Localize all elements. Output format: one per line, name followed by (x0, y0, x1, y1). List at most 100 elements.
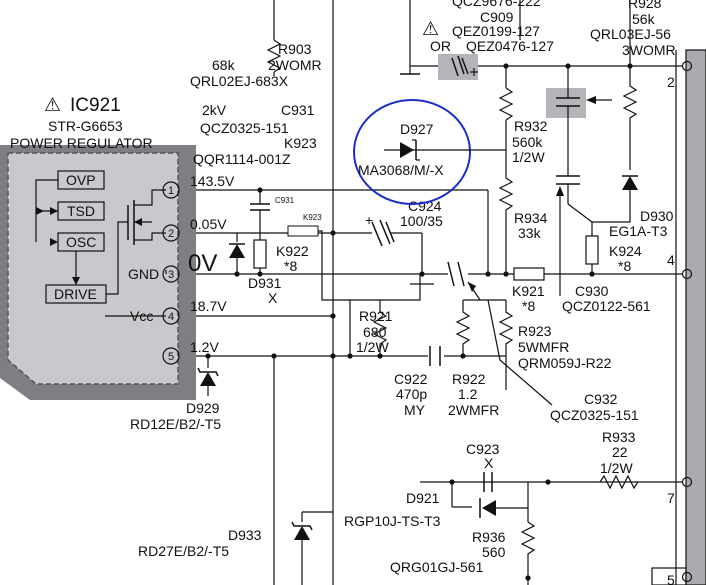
r922-value: 1.2 (458, 386, 478, 402)
d929-part: RD12E/B2/-T5 (130, 416, 221, 432)
d933-ref: D933 (228, 527, 262, 543)
r932-value: 560k (512, 134, 543, 150)
r921-value: 680 (363, 324, 387, 340)
drive-label: DRIVE (54, 286, 97, 302)
r921-ref: R921 (359, 308, 393, 324)
pin-1: 1 (168, 185, 174, 197)
c932-part: QCZ0325-151 (550, 407, 639, 423)
ic-part: STR-G6653 (48, 118, 123, 134)
voltage-pin5: 1.2V (190, 339, 219, 355)
r934-value: 33k (518, 225, 542, 241)
pin-vcc-label: Vcc (130, 308, 153, 324)
r903-spec: 2WOMR (268, 57, 322, 73)
r932-ref: R932 (514, 118, 548, 134)
osc-label: OSC (66, 234, 96, 250)
transformer-pin-4: 4 (667, 252, 675, 268)
c909-or: OR (430, 38, 451, 54)
ovp-label: OVP (66, 172, 96, 188)
k922-ref: K922 (276, 243, 309, 259)
c909-ref: C909 (480, 9, 514, 25)
transformer-pin-7: 7 (667, 490, 675, 506)
r921-spec: 1/2W (356, 339, 389, 355)
k923-mini-label: K923 (303, 213, 322, 222)
ic-name: IC921 (70, 95, 121, 116)
r923-spec: 5WMFR (518, 339, 569, 355)
r922-ref: R922 (452, 371, 486, 387)
c931-ref: C931 (281, 102, 315, 118)
c922-value: 470p (396, 386, 427, 402)
c931-part: QCZ0325-151 (200, 120, 289, 136)
r928-part: QRL03EJ-56 (590, 26, 671, 42)
c922-type: MY (404, 402, 426, 418)
d930-ref: D930 (640, 208, 674, 224)
voltage-pin2: 0.05V (190, 216, 227, 232)
d929-ref: D929 (186, 400, 220, 416)
k923-ref: K923 (284, 135, 317, 151)
pin-5: 5 (168, 351, 174, 363)
d927-part: MA3068/M/-X (358, 162, 444, 178)
r928-value: 56k (632, 11, 656, 27)
c924-plus: + (365, 212, 373, 228)
d930-part: EG1A-T3 (609, 223, 668, 239)
d931-ref: D931 (248, 275, 282, 291)
c909-part1: QEZ0199-127 (452, 23, 540, 39)
c931-mini-label: C931 (275, 196, 295, 205)
k924-ref: K924 (609, 243, 642, 259)
top-cap-part-cut: QCZ9676-222 (452, 0, 541, 9)
r923-part: QRM059J-R22 (518, 355, 612, 371)
r903-value: 68k (212, 57, 236, 73)
r933-ref: R933 (602, 429, 636, 445)
r936-part: QRG01GJ-561 (390, 559, 484, 575)
r936-value: 560 (482, 544, 506, 560)
c930-part: QCZ0122-561 (562, 298, 651, 314)
r933-spec: 1/2W (600, 460, 633, 476)
r928-spec: 3WOMR (622, 42, 676, 58)
tsd-label: TSD (67, 203, 95, 219)
r933-value: 22 (612, 444, 628, 460)
voltage-pin4: 18.7V (190, 298, 227, 314)
c909-warning-icon: ⚠ (422, 19, 439, 40)
ic-function: POWER REGULATOR (10, 135, 153, 151)
c922-ref: C922 (394, 371, 428, 387)
r923-ref: R923 (518, 323, 552, 339)
voltage-pin1: 143.5V (190, 173, 235, 189)
r934-ref: R934 (514, 210, 548, 226)
d927-ref: D927 (400, 121, 434, 137)
c931-rating: 2kV (202, 102, 227, 118)
d927-highlight-circle (353, 99, 471, 205)
c924-value: 100/35 (400, 213, 443, 229)
r936-ref: R936 (472, 529, 506, 545)
c923-ref: C923 (466, 441, 500, 457)
pin-gnd-label: GND (128, 266, 159, 282)
c923-value: X (484, 455, 494, 471)
c932-ref: C932 (584, 391, 618, 407)
c930-callout (546, 88, 586, 118)
c909-part2: QEZ0476-127 (466, 38, 554, 54)
r903-ref: R903 (278, 41, 312, 57)
voltage-pin3: 0V (188, 250, 217, 277)
transformer-pin-2: 2 (667, 74, 675, 90)
k921-ref: K921 (512, 283, 545, 299)
k924-note: *8 (618, 258, 631, 274)
r928-ref: R928 (628, 0, 662, 11)
c930-ref: C930 (575, 283, 609, 299)
c924-ref: C924 (408, 198, 442, 214)
k922-note: *8 (284, 258, 297, 274)
pin-4: 4 (168, 311, 174, 323)
r903-part: QRL02EJ-683X (190, 73, 289, 89)
pin-2: 2 (168, 228, 174, 240)
pin-3: 3 (168, 269, 174, 281)
r932-spec: 1/2W (512, 149, 545, 165)
k923-part: QQR1114-001Z (193, 151, 291, 167)
k921-note: *8 (522, 298, 535, 314)
d933-part: RD27E/B2/-T5 (138, 543, 229, 559)
d921-part: RGP10J-TS-T3 (344, 513, 441, 529)
transformer-core (685, 49, 706, 585)
ic-warning-icon: ⚠ (44, 95, 61, 116)
ic921: OVP TSD OSC DRIVE 1 2 3 4 5 GND Vcc (0, 145, 196, 400)
d921-ref: D921 (406, 490, 440, 506)
d931-part: X (268, 290, 278, 306)
transformer-pin-5: 5 (667, 572, 675, 585)
r922-spec: 2WMFR (448, 402, 499, 418)
